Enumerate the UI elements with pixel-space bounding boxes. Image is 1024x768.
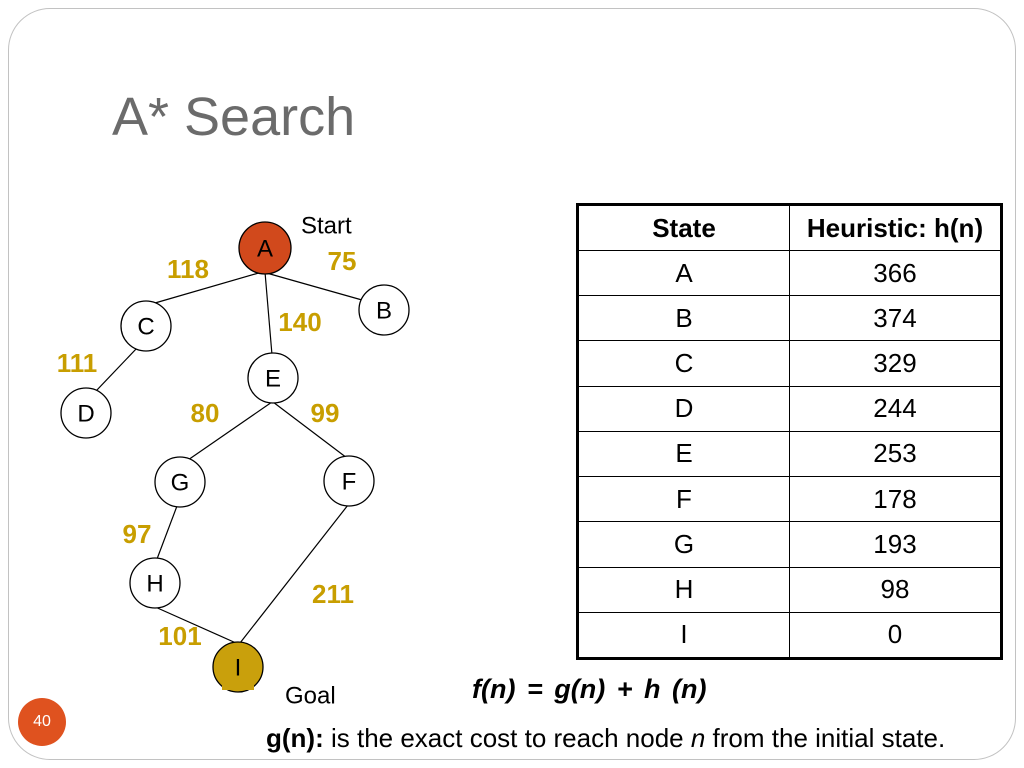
state-cell: B <box>577 295 790 342</box>
state-cell: G <box>577 521 790 568</box>
heuristic-cell: 178 <box>789 476 1002 523</box>
node-d-circle <box>60 387 112 439</box>
node-b-label: B <box>376 298 392 325</box>
start-label: Start <box>301 213 352 240</box>
edge-weight-a-c: 118 <box>167 254 209 284</box>
goal-node-base <box>222 682 254 690</box>
goal-label: Goal <box>285 683 336 710</box>
column-header-heuristic: Heuristic: h(n) <box>789 204 1002 251</box>
node-g: G <box>154 456 206 508</box>
definition-text-after: from the initial state. <box>705 723 946 753</box>
graph-nodes: A B C D E F G H I <box>60 221 410 693</box>
state-cell: F <box>577 476 790 523</box>
node-e-label: E <box>265 366 281 393</box>
table-row: B 374 <box>577 295 1002 342</box>
state-cell: C <box>577 340 790 387</box>
edge-c-d <box>95 347 138 392</box>
graph-edge-weights: 118 75 140 111 80 99 97 211 101 <box>57 246 357 651</box>
edge-h-i <box>152 605 237 644</box>
table-header-row: State Heuristic: h(n) <box>577 204 1002 251</box>
table-row: C 329 <box>577 340 1002 387</box>
node-a: A <box>238 221 292 275</box>
node-i-label: I <box>235 655 242 682</box>
edge-weight-a-e: 140 <box>278 307 321 337</box>
page-number-badge: 40 <box>18 698 66 746</box>
edge-weight-e-f: 99 <box>311 398 340 428</box>
table-row: G 193 <box>577 521 1002 568</box>
heuristic-cell: 329 <box>789 340 1002 387</box>
node-b: B <box>358 284 410 336</box>
node-c: C <box>120 300 172 352</box>
page-number: 40 <box>33 713 51 730</box>
state-cell: A <box>577 249 790 297</box>
state-cell: I <box>577 611 790 660</box>
node-d: D <box>60 387 112 439</box>
node-h: H <box>129 557 181 609</box>
heuristic-cell: 193 <box>789 521 1002 568</box>
node-c-label: C <box>137 314 154 341</box>
edge-a-c <box>154 271 263 304</box>
node-h-circle <box>129 557 181 609</box>
edge-weight-a-b: 75 <box>328 246 357 276</box>
node-i: I <box>212 641 264 693</box>
slide-frame <box>8 8 1016 760</box>
heuristic-table: State Heuristic: h(n) A 366 B 374 C 329 … <box>576 203 1003 660</box>
graph-edges <box>95 271 363 644</box>
state-cell: H <box>577 566 790 613</box>
definition-text-before: is the exact cost to reach node <box>323 723 691 753</box>
table-row: A 366 <box>577 249 1002 297</box>
edge-e-f <box>272 401 348 459</box>
node-d-label: D <box>77 401 94 428</box>
edge-f-i <box>239 504 349 644</box>
edge-a-e <box>264 271 273 356</box>
node-c-circle <box>120 300 172 352</box>
a-star-formula: f(n) = g(n) + h (n) <box>472 674 707 704</box>
edge-weight-e-g: 80 <box>191 398 220 428</box>
node-g-circle <box>154 456 206 508</box>
node-h-label: H <box>146 571 163 598</box>
edge-weight-c-d: 111 <box>57 348 98 378</box>
node-a-circle <box>238 221 292 275</box>
node-i-circle <box>212 641 264 693</box>
edge-e-g <box>187 401 273 461</box>
table-row: F 178 <box>577 476 1002 523</box>
heuristic-cell: 0 <box>789 611 1002 660</box>
state-cell: E <box>577 430 790 478</box>
edge-g-h <box>156 505 178 560</box>
definition-term: g(n): <box>266 723 324 753</box>
edge-weight-g-h: 97 <box>123 519 152 549</box>
table-row: I 0 <box>577 611 1002 660</box>
node-f-label: F <box>342 469 357 496</box>
node-g-label: G <box>171 470 190 497</box>
edge-weight-h-i: 101 <box>158 621 201 651</box>
heuristic-cell: 374 <box>789 295 1002 342</box>
node-f-circle <box>323 455 375 507</box>
table-row: H 98 <box>577 566 1002 613</box>
column-header-state: State <box>577 204 790 251</box>
node-b-circle <box>358 284 410 336</box>
node-e-circle <box>247 352 299 404</box>
node-a-label: A <box>257 236 273 263</box>
heuristic-cell: 244 <box>789 385 1002 432</box>
table-row: D 244 <box>577 385 1002 432</box>
g-cost-definition: g(n): is the exact cost to reach node n … <box>266 725 945 751</box>
state-cell: D <box>577 385 790 432</box>
node-e: E <box>247 352 299 404</box>
definition-variable: n <box>690 723 706 753</box>
heuristic-cell: 366 <box>789 249 1002 297</box>
table-row: E 253 <box>577 430 1002 478</box>
edge-a-b <box>262 271 363 301</box>
edge-weight-f-i: 211 <box>312 579 354 609</box>
slide-title: A* Search <box>112 87 356 147</box>
heuristic-cell: 253 <box>789 430 1002 478</box>
node-f: F <box>323 455 375 507</box>
heuristic-cell: 98 <box>789 566 1002 613</box>
